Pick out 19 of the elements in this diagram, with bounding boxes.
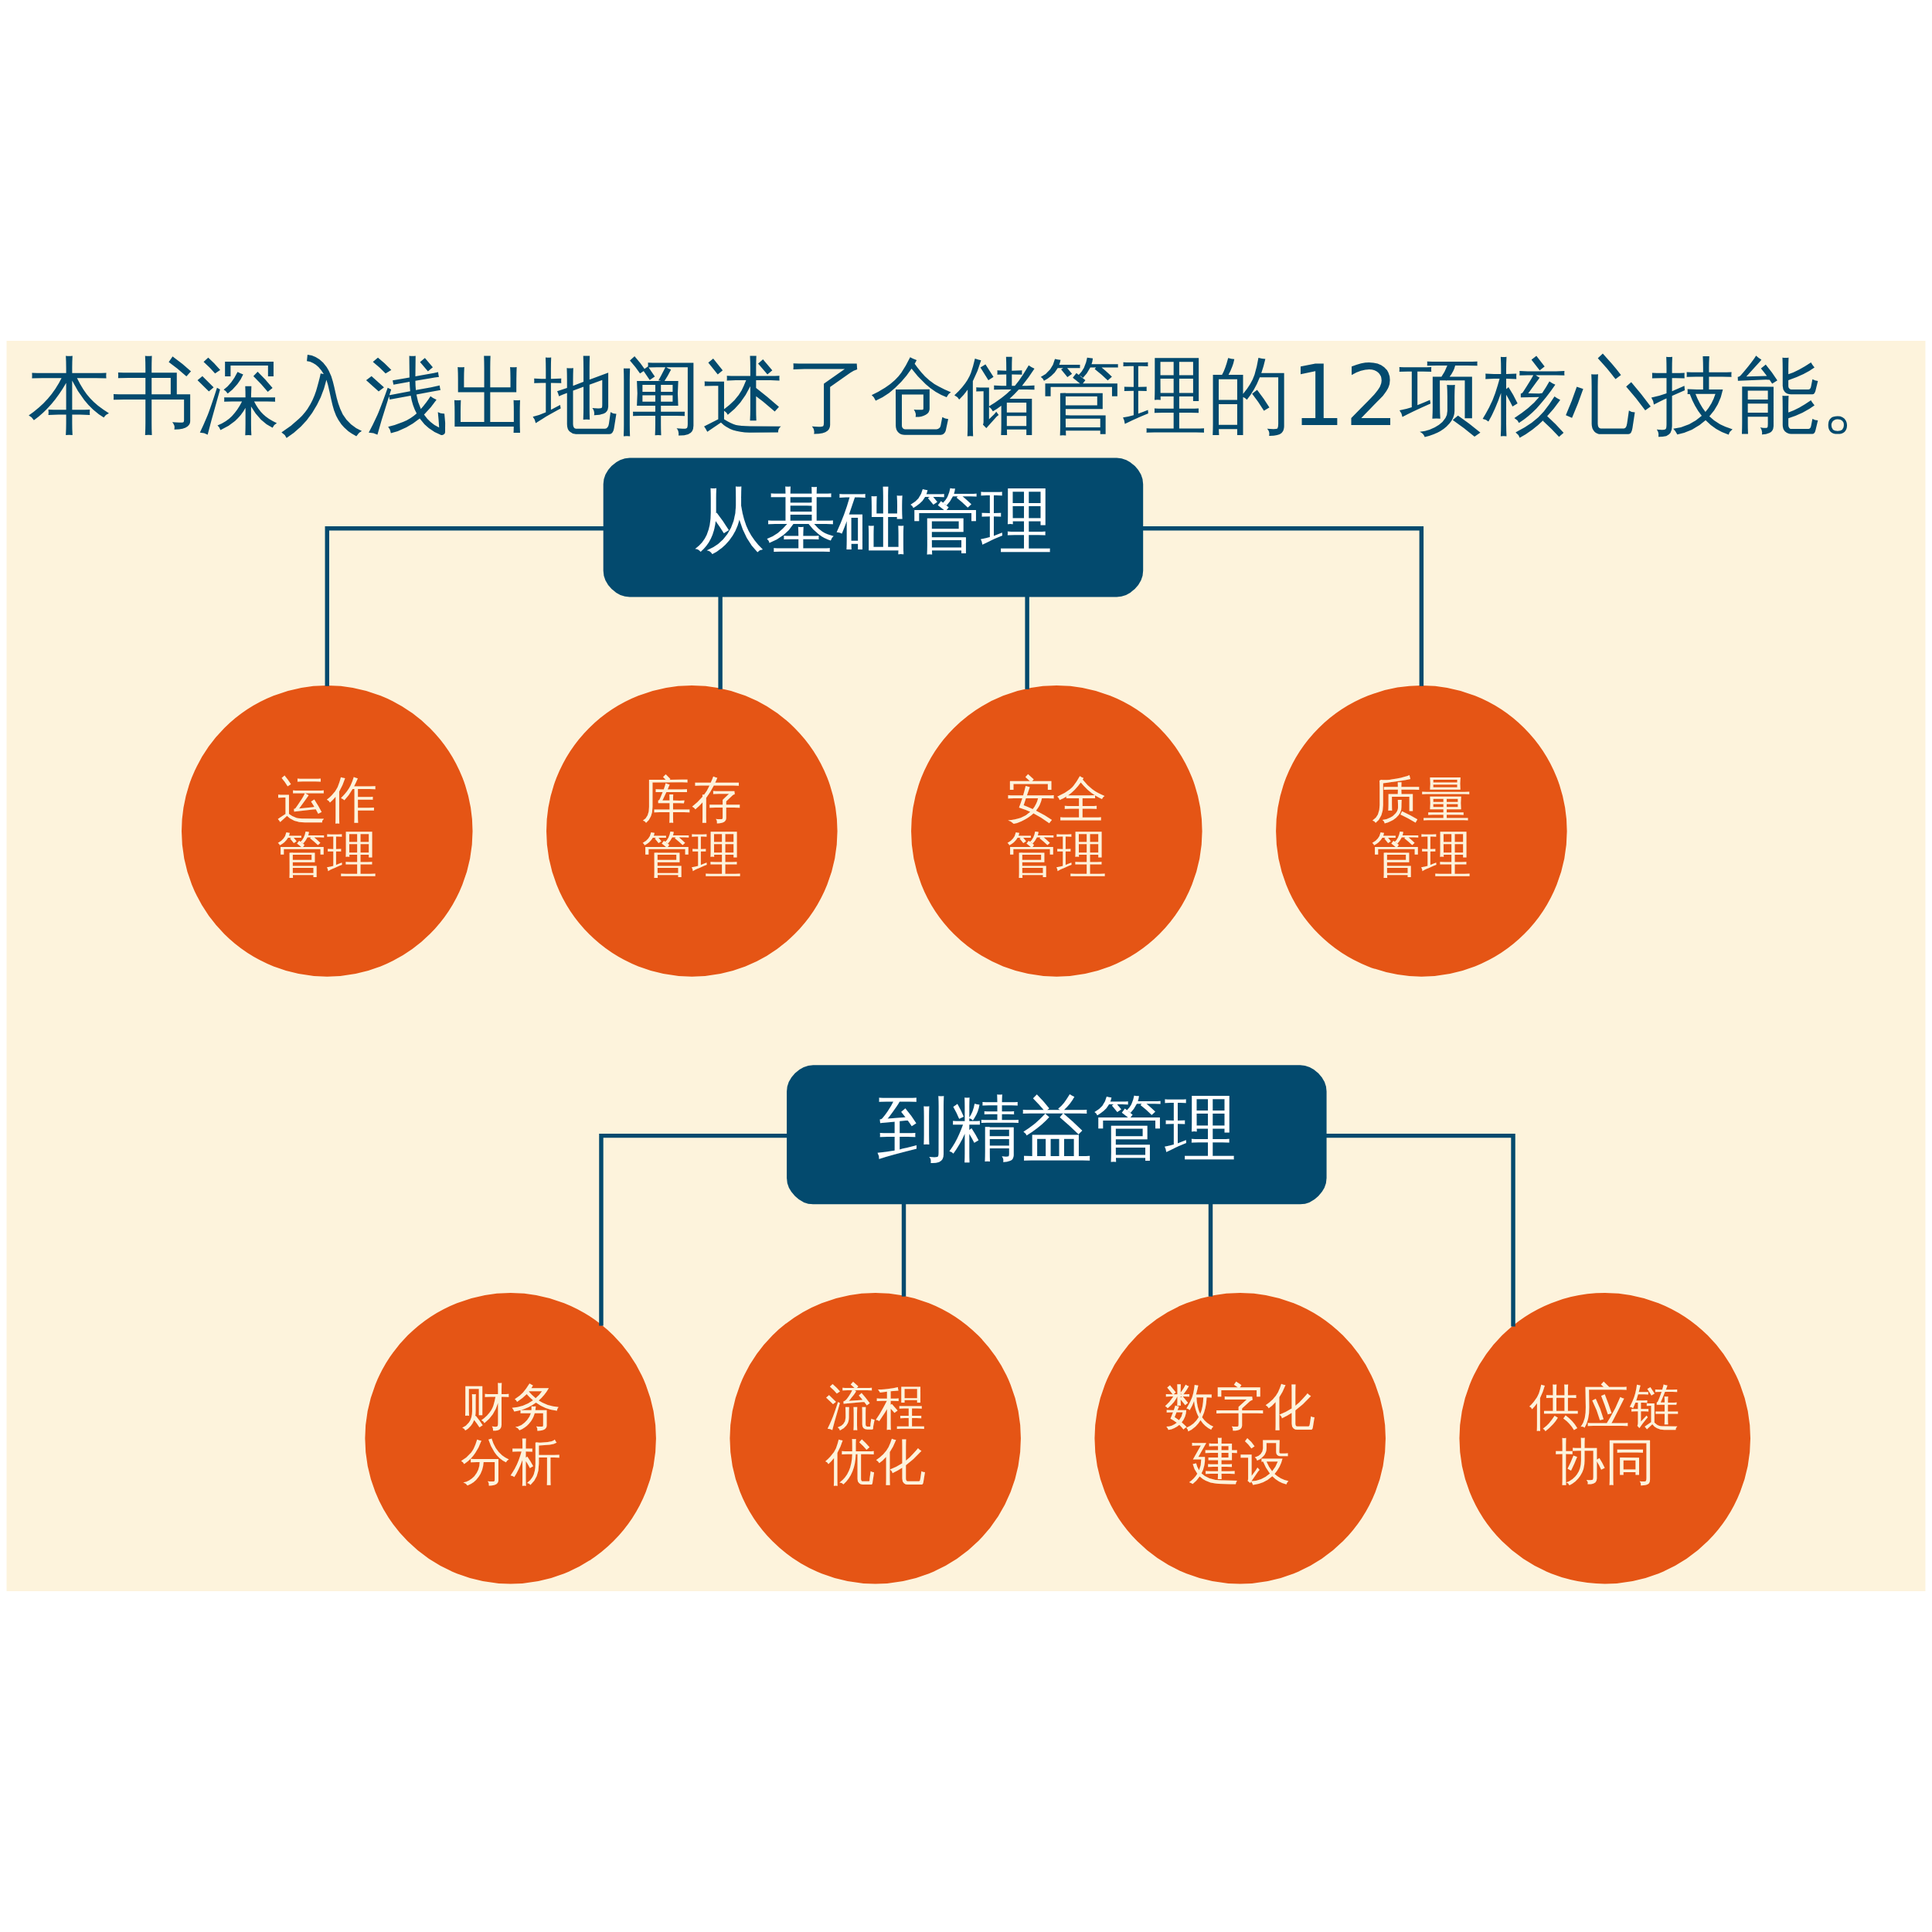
node-circle: 运作管理 <box>182 685 473 977</box>
node-box: 到精益管理 <box>787 1065 1327 1205</box>
node-circle: 安全管理 <box>911 685 1202 977</box>
node-box: 从基础管理 <box>603 457 1144 597</box>
connector <box>901 1203 906 1297</box>
connector <box>1325 1133 1515 1327</box>
connector <box>599 1133 788 1326</box>
connector <box>718 596 723 689</box>
node-circle: 质量管理 <box>1276 685 1567 977</box>
connector <box>1142 526 1424 686</box>
connector <box>1208 1203 1213 1297</box>
node-circle: 供应链协同 <box>1459 1292 1750 1584</box>
connector <box>1025 596 1029 689</box>
node-circle: 流程优化 <box>730 1292 1021 1584</box>
node-circle: 数字化建设 <box>1094 1292 1386 1584</box>
node-circle: 库存管理 <box>546 685 838 977</box>
connector <box>325 526 604 686</box>
diagram-title: 本书深入浅出地阐述了仓储管理的12项核心技能。 <box>28 347 1904 446</box>
node-circle: 财务分析 <box>365 1292 656 1584</box>
